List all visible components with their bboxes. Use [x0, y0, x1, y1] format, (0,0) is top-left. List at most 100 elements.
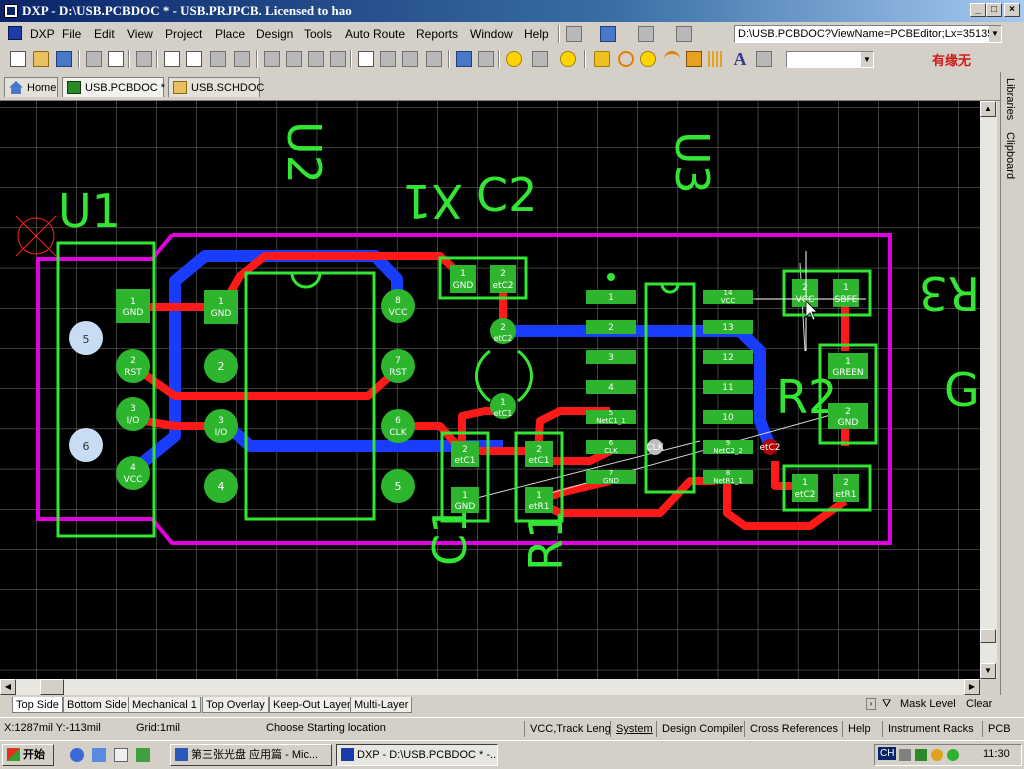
volume-tray-icon[interactable] — [931, 749, 943, 761]
wiring-tool-icon[interactable] — [566, 26, 582, 42]
place-fill-icon[interactable] — [686, 51, 702, 67]
network-tray-icon[interactable] — [915, 749, 927, 761]
select-area-icon[interactable] — [358, 51, 374, 67]
vertical-scrollbar[interactable]: ▲ ▼ — [980, 101, 997, 679]
menu-reports[interactable]: Reports — [416, 27, 459, 41]
grid-tool-icon[interactable] — [676, 26, 692, 42]
interactive-routing-icon[interactable] — [594, 51, 610, 67]
zoom-area-icon[interactable] — [186, 51, 202, 67]
panel-button-cross-references[interactable]: Cross References — [744, 721, 838, 737]
dxp-app-icon[interactable] — [4, 4, 18, 18]
scroll-right-arrow-icon[interactable]: ▶ — [964, 679, 980, 695]
zoom-filter-icon[interactable] — [234, 51, 250, 67]
zoom-selected-icon[interactable] — [210, 51, 226, 67]
panel-tab-libraries[interactable]: Libraries — [1004, 78, 1016, 121]
copy-icon[interactable] — [286, 51, 302, 67]
start-button[interactable]: 开始 — [2, 744, 54, 766]
scroll-up-arrow-icon[interactable]: ▲ — [980, 101, 996, 117]
pcb-drawing[interactable]: U1 C2 R2 G U2 U3 X1 C1 R1 R3 5 6 1 GND 2… — [0, 101, 980, 679]
layers-icon[interactable] — [136, 51, 152, 67]
cross-probe-icon[interactable] — [506, 51, 522, 67]
filter-funnel-icon[interactable]: ⛛ — [882, 698, 892, 710]
antivirus-tray-icon[interactable] — [947, 749, 959, 761]
u3-pads[interactable]: 1 2 3 4 5 NetC1_1 6 CLK 7 GND 14 VCC 13 … — [586, 289, 753, 485]
browse-component-icon[interactable] — [532, 51, 548, 67]
print-icon[interactable] — [86, 51, 102, 67]
align-tool-icon[interactable] — [600, 26, 616, 42]
menu-auto-route[interactable]: Auto Route — [345, 27, 406, 41]
tab-home[interactable]: Home — [4, 77, 58, 97]
rubber-stamp-icon[interactable] — [330, 51, 346, 67]
deselect-icon[interactable] — [426, 51, 442, 67]
scroll-down-arrow-icon[interactable]: ▼ — [980, 663, 996, 679]
place-via-icon[interactable] — [640, 51, 656, 67]
u1-pads[interactable]: 1 GND 2 RST 3 I/O 4 VCC — [116, 289, 150, 490]
address-dropdown-icon[interactable]: ▼ — [989, 26, 1001, 42]
panel-button-pcb[interactable]: PCB — [982, 721, 1011, 737]
horizontal-scrollbar[interactable]: ◀ ▶ — [0, 679, 980, 695]
menu-help[interactable]: Help — [524, 27, 549, 41]
maximize-button[interactable]: □ — [986, 3, 1002, 17]
tab-usb-schdoc[interactable]: USB.SCHDOC — [168, 77, 264, 97]
open-folder-icon[interactable] — [33, 51, 49, 67]
place-arc-icon[interactable] — [664, 51, 680, 67]
zoom-fit-icon[interactable] — [164, 51, 180, 67]
menu-tools[interactable]: Tools — [304, 27, 333, 41]
print-preview-icon[interactable] — [108, 51, 124, 67]
cut-icon[interactable] — [264, 51, 280, 67]
pcb-canvas[interactable]: U1 C2 R2 G U2 U3 X1 C1 R1 R3 5 6 1 GND 2… — [0, 101, 980, 679]
layer-tab-bottom-side[interactable]: Bottom Side — [63, 697, 131, 713]
place-string-icon[interactable]: A — [733, 49, 747, 69]
vertical-scroll-thumb[interactable] — [980, 629, 996, 643]
panel-button-design-compiler[interactable]: Design Compiler — [656, 721, 743, 737]
paste-icon[interactable] — [308, 51, 324, 67]
panel-button-help[interactable]: Help — [842, 721, 871, 737]
layer-scroll-icon[interactable]: › — [866, 698, 876, 710]
new-document-icon[interactable] — [10, 51, 26, 67]
mounting-hole-6[interactable] — [69, 428, 103, 462]
passive-pads[interactable]: 1 GND 2 etC2 2 etC2 1 etC1 2 etC1 1 GND … — [450, 265, 868, 513]
help-icon[interactable] — [560, 51, 576, 67]
menu-view[interactable]: View — [127, 27, 153, 41]
layer-tab-top-overlay[interactable]: Top Overlay — [202, 697, 269, 713]
close-button[interactable]: × — [1004, 3, 1020, 17]
mask-level-button[interactable]: Mask Level — [900, 698, 956, 710]
ie-quicklaunch-icon[interactable] — [70, 748, 84, 762]
menu-window[interactable]: Window — [470, 27, 513, 41]
menu-project[interactable]: Project — [165, 27, 203, 41]
filter-combo[interactable]: ▼ — [786, 51, 874, 68]
place-polygon-icon[interactable] — [708, 51, 724, 67]
outlook-quicklaunch-icon[interactable] — [92, 748, 106, 762]
move-selection-icon[interactable] — [402, 51, 418, 67]
horizontal-scroll-thumb[interactable] — [40, 679, 64, 695]
place-component-icon[interactable] — [756, 51, 772, 67]
panel-tab-clipboard[interactable]: Clipboard — [1004, 132, 1016, 180]
taskbar-button-dxp[interactable]: DXP - D:\USB.PCBDOC * -... — [336, 744, 498, 766]
save-icon[interactable] — [56, 51, 72, 67]
undo-icon[interactable] — [456, 51, 472, 67]
via-netc2[interactable] — [762, 439, 778, 455]
ime-indicator[interactable]: CH — [878, 747, 897, 760]
menu-file[interactable]: File — [62, 27, 82, 41]
menu-dxp[interactable]: DXP — [30, 27, 55, 41]
layer-tab-top-side[interactable]: Top Side — [12, 697, 63, 713]
menu-design[interactable]: Design — [256, 27, 294, 41]
move-icon[interactable] — [380, 51, 396, 67]
place-pad-icon[interactable] — [618, 51, 634, 67]
via-clk[interactable] — [647, 439, 663, 455]
layer-tab-multi-layer[interactable]: Multi-Layer — [350, 697, 413, 713]
clear-button[interactable]: Clear — [966, 698, 993, 710]
minimize-button[interactable]: _ — [970, 3, 986, 17]
scroll-left-arrow-icon[interactable]: ◀ — [0, 679, 16, 695]
menu-edit[interactable]: Edit — [94, 27, 115, 41]
layer-tab-mechanical-1[interactable]: Mechanical 1 — [128, 697, 201, 713]
address-input[interactable]: D:\USB.PCBDOC?ViewName=PCBEditor;Lx=3513… — [734, 25, 1002, 43]
desktop-quicklaunch-icon[interactable] — [114, 748, 128, 762]
menu-place[interactable]: Place — [215, 27, 246, 41]
redo-icon[interactable] — [478, 51, 494, 67]
keyboard-tray-icon[interactable] — [899, 749, 911, 761]
u2-pads[interactable]: 1 GND 2 3 I/O 4 5 6 CLK 7 RST 8 VCC — [204, 289, 415, 503]
select-tool-icon[interactable] — [638, 26, 654, 42]
mounting-hole-5[interactable] — [69, 321, 103, 355]
filter-combo-dropdown-icon[interactable]: ▼ — [861, 52, 873, 67]
